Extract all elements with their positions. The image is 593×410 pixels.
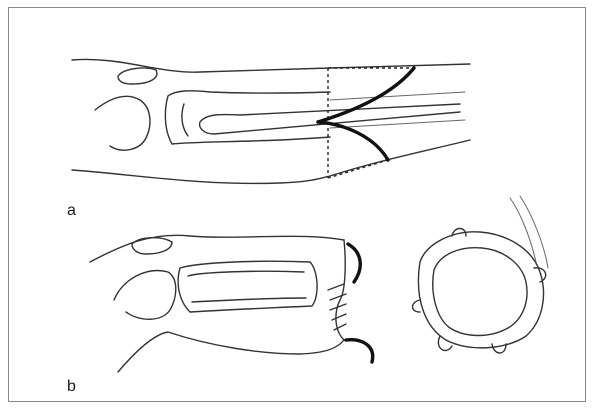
tendon-line-1 [330, 92, 465, 100]
suture-strand-right-1 [510, 198, 536, 262]
panel-label-b: b [67, 378, 76, 396]
panel-b-end-view-drawing [413, 196, 549, 353]
closure-ring-outer [418, 232, 543, 348]
ring-suture-3 [438, 336, 452, 351]
stump-dorsal-outline [90, 235, 344, 262]
ring-suture-5 [413, 300, 421, 312]
panel-b-stump-drawing [90, 235, 373, 372]
panel-label-a: a [67, 202, 76, 220]
stump-palmar-outline [118, 332, 344, 372]
proximal-bone-outline [95, 96, 150, 150]
sesamoid-outline [118, 68, 157, 84]
closure-ring-inner [433, 248, 527, 336]
stump-sesamoid [132, 238, 172, 254]
suture-thread-top [348, 244, 360, 282]
suture-thread-bottom [346, 340, 373, 362]
panel-a-drawing [72, 59, 470, 183]
middle-phalanx-inner [182, 104, 188, 136]
stump-phalanx-inner [188, 271, 306, 302]
stump-bone-outline [114, 271, 176, 320]
stump-middle-phalanx [178, 261, 317, 312]
incision-upper-flap [318, 68, 414, 122]
middle-phalanx-outline [165, 91, 330, 144]
suture-strand-right-2 [520, 196, 548, 268]
finger-palmar-outline [72, 140, 470, 183]
